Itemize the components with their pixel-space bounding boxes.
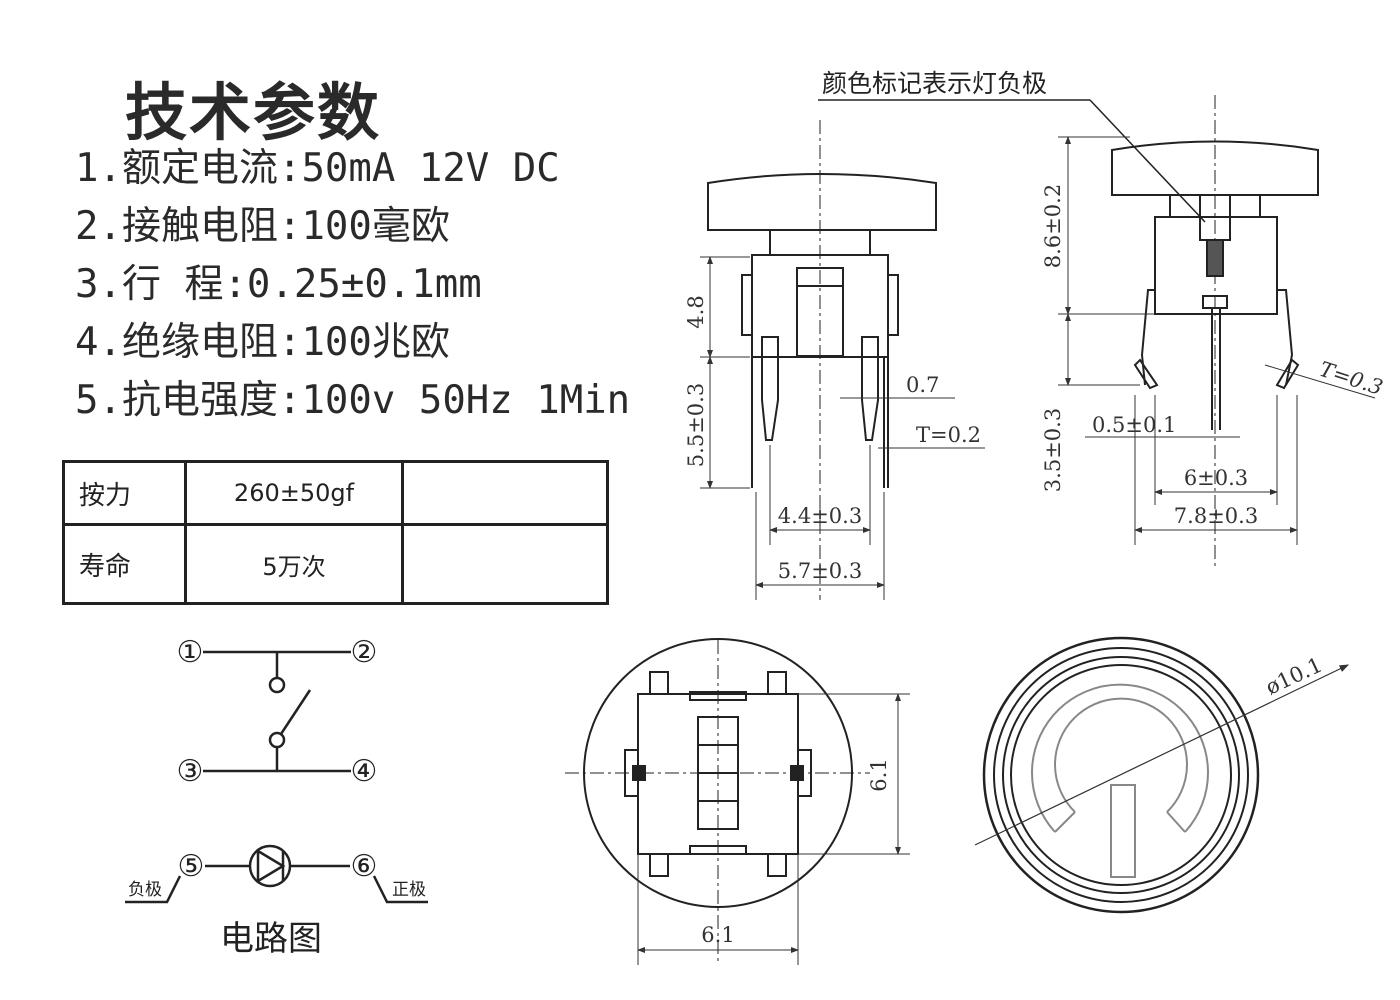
dim-pin-outer: 5.7±0.3 <box>778 559 862 583</box>
dim-section-thickness: T=0.3 <box>1316 357 1385 400</box>
side-view-dimensions <box>700 256 985 600</box>
dim-thickness: T=0.2 <box>916 423 981 447</box>
page-title: 技术参数 <box>125 76 382 149</box>
dim-pin-width: 0.7 <box>906 373 939 397</box>
dim-pin-inner: 4.4±0.3 <box>778 504 862 528</box>
dim-section-h-lower: 3.5±0.3 <box>1041 408 1065 492</box>
table-cell-extra <box>401 460 609 526</box>
pin-2-label: ② <box>351 635 378 670</box>
table-cell-extra <box>401 523 609 605</box>
params-table: 按力 260±50gf 寿命 5万次 <box>62 460 609 605</box>
pin-4-label: ④ <box>351 754 378 789</box>
bottom-view-dim-labels: 6.1 6.1 <box>701 758 891 947</box>
table-row: 寿命 5万次 <box>62 523 609 605</box>
section-view-dim-labels: 8.6±0.2 3.5±0.3 0.5±0.1 T=0.3 6±0.3 7.8±… <box>1041 184 1386 528</box>
negative-label: 负极 <box>128 880 162 900</box>
spec-list: 1.额定电流:50mA 12V DC 2.接触电阻:100毫欧 3.行 程:0.… <box>75 140 630 430</box>
side-view-dim-labels: 4.8 5.5±0.3 0.7 T=0.2 4.4±0.3 5.7±0.3 <box>684 295 981 583</box>
table-row: 按力 260±50gf <box>62 460 609 526</box>
dim-diameter: ø10.1 <box>1262 653 1326 700</box>
dim-side-h-upper: 4.8 <box>684 295 708 328</box>
pin-6-label: ⑥ <box>351 849 378 884</box>
table-cell-label: 寿命 <box>62 523 187 605</box>
dim-outer-width: 7.8±0.3 <box>1174 504 1258 528</box>
dim-lead: 0.5±0.1 <box>1092 413 1176 437</box>
section-view-dimensions <box>1058 136 1376 545</box>
dim-bottom-width: 6.1 <box>701 923 734 947</box>
spec-item: 4.绝缘电阻:100兆欧 <box>75 320 450 365</box>
table-cell-value: 260±50gf <box>184 460 404 526</box>
side-view <box>707 120 937 600</box>
circuit-caption: 电路图 <box>220 919 322 959</box>
pin-1-label: ① <box>177 635 204 670</box>
pin-5-label: ⑤ <box>178 849 205 884</box>
spec-item: 2.接触电阻:100毫欧 <box>75 204 450 249</box>
table-cell-label: 按力 <box>62 460 187 526</box>
circuit-diagram <box>125 650 428 904</box>
pin-3-label: ③ <box>177 754 204 789</box>
spec-item: 5.抗电强度:100v 50Hz 1Min <box>75 378 631 423</box>
positive-label: 正极 <box>392 880 426 900</box>
spec-item: 3.行 程:0.25±0.1mm <box>75 262 482 307</box>
dim-inner-width: 6±0.3 <box>1184 466 1248 490</box>
led-negative-note: 颜色标记表示灯负极 <box>822 69 1047 98</box>
spec-item: 1.额定电流:50mA 12V DC <box>75 146 560 191</box>
dim-side-h-lower: 5.5±0.3 <box>684 383 708 467</box>
dim-bottom-height: 6.1 <box>867 758 891 791</box>
dim-section-h-upper: 8.6±0.2 <box>1041 184 1065 268</box>
section-view <box>818 95 1319 570</box>
table-cell-value: 5万次 <box>184 523 404 605</box>
bottom-view <box>565 638 870 965</box>
bottom-view-dimensions <box>637 693 910 965</box>
top-view <box>974 636 1350 914</box>
circuit-pins: ① ② ③ ④ ⑤ ⑥ <box>177 635 378 884</box>
